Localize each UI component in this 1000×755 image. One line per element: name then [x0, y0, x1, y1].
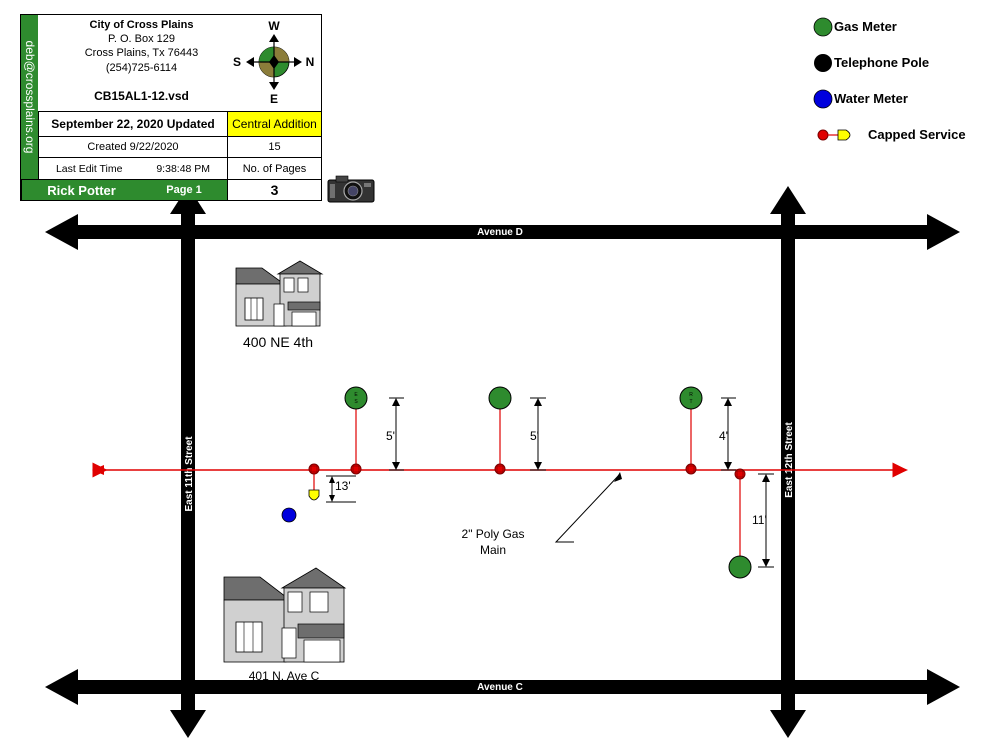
gas-main-label-line2: Main — [480, 543, 506, 557]
legend-water-meter-label: Water Meter — [834, 91, 908, 106]
author-row: Rick Potter Page 1 — [21, 179, 228, 201]
dimension-label-1: 5' — [386, 429, 395, 443]
house-icon-top — [235, 260, 324, 327]
dimension-label-4: 13' — [335, 479, 351, 493]
tap-valve-2 — [494, 463, 506, 475]
compass-label-left: S — [233, 55, 241, 69]
compass-icon — [246, 34, 302, 90]
org-address1: P. O. Box 129 — [107, 33, 176, 45]
svg-text:T: T — [689, 399, 692, 405]
last-edit-label: Last Edit Time — [55, 162, 123, 175]
addition-name: Central Addition — [227, 111, 322, 137]
compass-label-top: W — [268, 19, 280, 33]
dimension-2 — [530, 397, 546, 471]
legend-capped-service-label: Capped Service — [868, 127, 966, 142]
org-address2: Cross Plains, Tx 76443 — [84, 47, 199, 59]
street-label-avenue-d: Avenue D — [477, 227, 523, 238]
dimension-label-2: 5' — [530, 429, 539, 443]
created-date: Created 9/22/2020 — [38, 136, 228, 158]
water-meter[interactable] — [281, 507, 297, 523]
gas-meter-4[interactable] — [728, 555, 752, 579]
dimension-3 — [721, 397, 736, 471]
last-edit-time: 9:38:48 PM — [156, 162, 211, 175]
tap-valve-3 — [685, 463, 697, 475]
tap-valve-capped — [308, 463, 320, 475]
updated-date: September 22, 2020 Updated — [38, 111, 228, 137]
street-label-avenue-c: Avenue C — [477, 682, 523, 693]
org-name: City of Cross Plains — [89, 19, 194, 31]
file-name: CB15AL1-12.vsd — [94, 89, 189, 103]
dimension-5 — [758, 473, 774, 568]
contact-email[interactable]: deb@crossplains.org — [22, 40, 37, 154]
legend-telephone-pole-icon — [814, 54, 832, 72]
legend-capped-service-icon — [817, 129, 851, 141]
house-icon-bottom — [223, 567, 347, 663]
legend-gas-meter-icon — [813, 17, 833, 37]
pages-count: 3 — [227, 179, 322, 201]
dimension-label-3: 4' — [719, 429, 728, 443]
dimension-4 — [326, 475, 356, 503]
tap-valve-4 — [734, 468, 746, 480]
svg-text:R: R — [689, 392, 693, 398]
gas-main-callout-line — [554, 473, 621, 543]
legend-water-meter-icon — [813, 89, 833, 109]
title-block: deb@crossplains.org City of Cross Plains… — [20, 14, 322, 201]
svg-text:S: S — [354, 399, 358, 405]
gas-meter-2[interactable] — [488, 386, 512, 410]
street-avenue-c — [45, 669, 960, 705]
compass-label-right: N — [306, 55, 315, 69]
last-edit-row: Last Edit Time 9:38:48 PM — [38, 157, 228, 180]
street-avenue-d — [45, 214, 960, 250]
capped-service-cap — [308, 489, 320, 501]
camera-icon[interactable] — [327, 175, 375, 203]
gas-meter-1[interactable]: E S — [344, 386, 368, 410]
gas-main-label-line1: 2" Poly Gas — [462, 527, 525, 541]
tap-valve-1 — [350, 463, 362, 475]
gas-meter-3[interactable]: R T — [679, 386, 703, 410]
legend-gas-meter-label: Gas Meter — [834, 19, 897, 34]
email-strip: deb@crossplains.org — [21, 15, 38, 179]
street-label-east-12th: East 12th Street — [784, 422, 795, 498]
created-value: 15 — [227, 136, 322, 158]
compass-label-bottom: E — [270, 92, 278, 106]
dimension-1 — [389, 397, 404, 471]
street-label-east-11th: East 11th Street — [184, 436, 195, 512]
pages-label: No. of Pages — [227, 157, 322, 180]
org-phone: (254)725-6114 — [105, 62, 178, 74]
svg-text:E: E — [354, 392, 358, 398]
dimension-label-5: 11' — [752, 513, 767, 527]
legend-telephone-pole-label: Telephone Pole — [834, 55, 930, 70]
page-number: Page 1 — [166, 184, 202, 196]
author-name: Rick Potter — [47, 182, 116, 198]
house-address-bottom: 401 N. Ave C — [249, 669, 320, 683]
house-address-top: 400 NE 4th — [243, 334, 313, 350]
